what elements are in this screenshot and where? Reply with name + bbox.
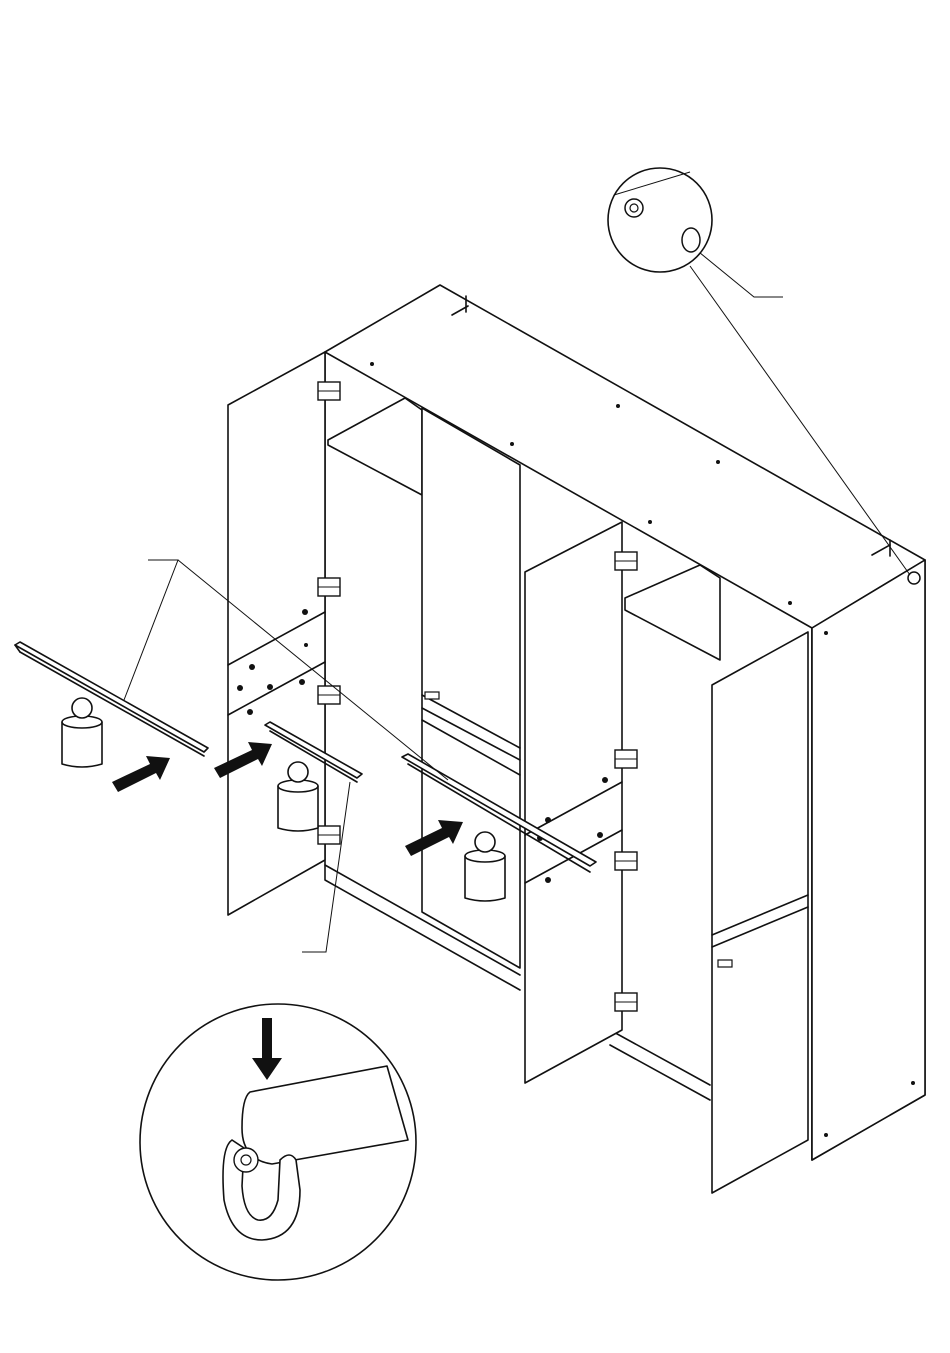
drawer-handle — [718, 960, 732, 967]
detail-magnifier-bottom — [140, 1004, 416, 1280]
middle-door — [525, 522, 637, 1083]
hinge — [318, 382, 340, 400]
hinge — [318, 578, 340, 596]
drawer-handle — [425, 692, 439, 699]
right-side-panel — [812, 560, 925, 1160]
right-door — [712, 632, 808, 1193]
clothes-rail-1 — [15, 642, 208, 756]
hinge — [615, 852, 637, 870]
wardrobe-carcass — [325, 285, 925, 1160]
left-door — [228, 352, 340, 915]
weight-symbol — [62, 698, 102, 767]
hinge — [615, 552, 637, 570]
detail-magnifier-top — [608, 168, 712, 272]
cam-lock-hole — [908, 572, 920, 584]
hinge — [615, 750, 637, 768]
right-shelf — [625, 565, 720, 660]
hinge — [615, 993, 637, 1011]
left-shelf — [328, 398, 422, 495]
hinge — [318, 826, 340, 844]
push-arrow — [112, 756, 170, 792]
